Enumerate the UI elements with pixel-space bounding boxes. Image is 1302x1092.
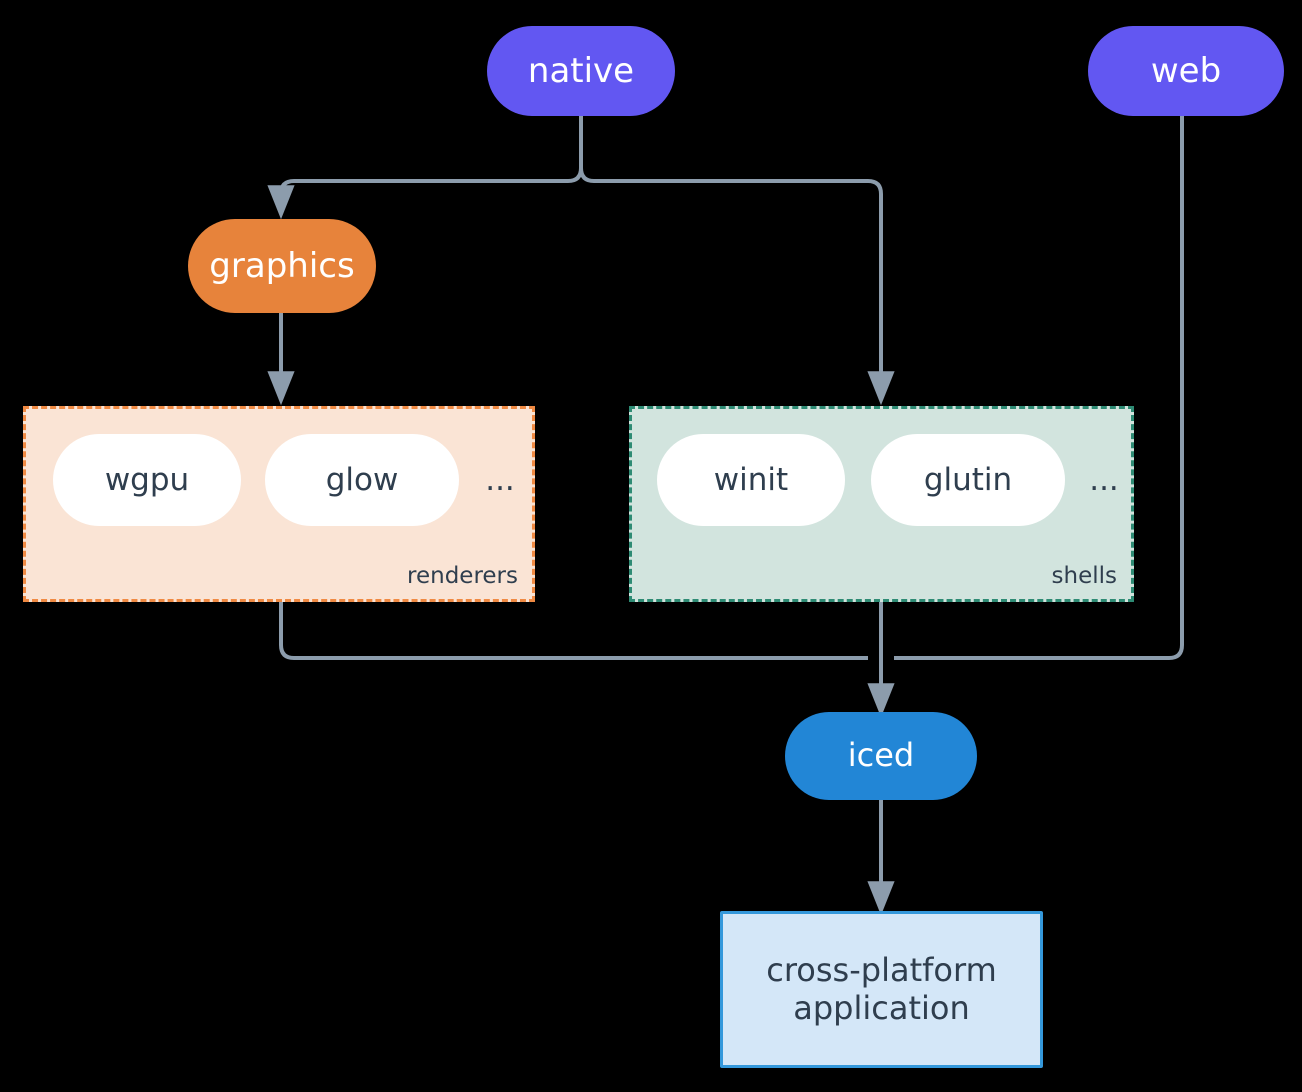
node-application-line1: cross-platform — [766, 950, 997, 989]
node-web[interactable]: web — [1088, 26, 1284, 116]
renderers-overflow-ellipsis: ... — [485, 462, 515, 498]
subnode-wgpu-label: wgpu — [104, 462, 190, 498]
subnode-glow[interactable]: glow — [265, 434, 459, 526]
subnode-glow-label: glow — [325, 462, 399, 498]
edge-renderers-to-iced — [279, 601, 868, 660]
shells-overflow-ellipsis: ... — [1089, 462, 1119, 498]
subnode-winit[interactable]: winit — [657, 434, 845, 526]
group-renderers-label: renderers — [407, 563, 518, 589]
node-application-line2: application — [793, 988, 970, 1027]
node-iced[interactable]: iced — [785, 712, 977, 800]
node-native[interactable]: native — [487, 26, 675, 116]
node-iced-label: iced — [847, 736, 915, 775]
node-application[interactable]: cross-platform application — [720, 911, 1043, 1068]
node-web-label: web — [1150, 50, 1222, 91]
group-shells-label: shells — [1051, 563, 1117, 589]
edge-native-to-graphics — [267, 167, 583, 220]
subnode-glutin-label: glutin — [923, 462, 1013, 498]
subnode-winit-label: winit — [713, 462, 789, 498]
subnode-glutin[interactable]: glutin — [871, 434, 1065, 526]
group-shells: winit glutin ... shells — [629, 406, 1134, 602]
node-graphics[interactable]: graphics — [188, 219, 376, 313]
subnode-wgpu[interactable]: wgpu — [53, 434, 241, 526]
node-native-label: native — [527, 50, 635, 91]
node-graphics-label: graphics — [209, 245, 355, 286]
edge-native-to-shells — [579, 167, 895, 406]
group-renderers: wgpu glow ... renderers — [23, 406, 535, 602]
